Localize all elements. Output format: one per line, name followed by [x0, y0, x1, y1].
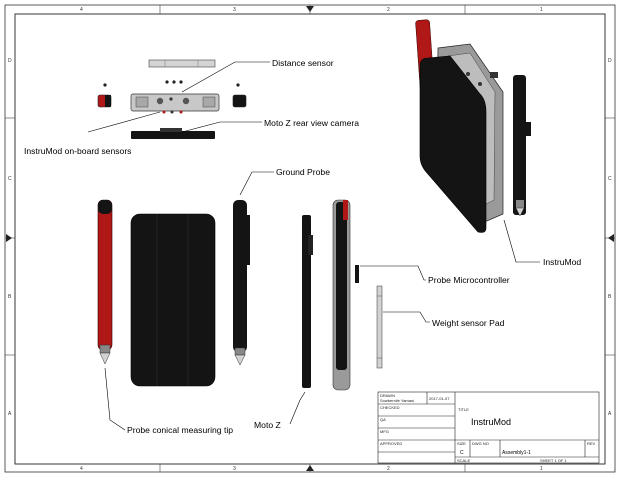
weight-sensor-pad-part: [376, 285, 383, 369]
probe-body: [97, 199, 113, 365]
tb-title: InstruMod: [471, 417, 511, 427]
tb-sheet: SHEET 1 OF 1: [540, 458, 567, 463]
tb-drawn-date: 2017-01-07: [429, 396, 450, 401]
label-rear-camera: Moto Z rear view camera: [264, 118, 359, 128]
zone-row-right-d: D: [608, 58, 612, 64]
instrumod-isometric-assembly: [415, 19, 531, 233]
sensor-board-part: [130, 80, 220, 112]
label-conical-tip: Probe conical measuring tip: [127, 425, 233, 435]
right-probe-cap-part: [232, 83, 247, 108]
zone-col-bottom-1: 1: [540, 466, 543, 472]
tb-drawn-by: Sowbernile Yamasi: [380, 398, 414, 403]
zone-row-left-d: D: [8, 58, 12, 64]
label-probe-microcontroller: Probe Microcontroller: [428, 275, 510, 285]
tb-dwg-no: Assembly1-1: [502, 450, 531, 456]
tb-mfg-label: MFG: [380, 429, 389, 434]
moto-z-front-view: [130, 213, 216, 387]
zone-row-right-c: C: [608, 176, 612, 182]
zone-row-right-a: A: [608, 411, 612, 417]
zone-row-left-a: A: [8, 411, 12, 417]
zone-col-top-1: 1: [540, 7, 543, 13]
zone-row-left-c: C: [8, 176, 12, 182]
zone-col-bottom-3: 3: [233, 466, 236, 472]
label-instrumod: InstruMod: [543, 257, 581, 267]
probe-microcontroller-part: [355, 265, 359, 283]
zone-row-left-b: B: [8, 294, 12, 300]
label-onboard-sensors: InstruMod on-board sensors: [24, 146, 131, 156]
tb-qa-label: QA: [380, 417, 386, 422]
zone-col-bottom-4: 4: [80, 466, 83, 472]
centering-marks: [6, 6, 614, 471]
tb-checked-label: CHECKED: [380, 405, 400, 410]
left-probe-cap-part: [97, 83, 112, 108]
tb-scale-label: SCALE: [457, 458, 470, 463]
title-block: [377, 391, 600, 464]
tb-size: C: [460, 450, 464, 456]
rear-camera-part: [131, 128, 215, 139]
zone-col-top-3: 3: [233, 7, 236, 13]
moto-z-side-view: [302, 215, 313, 388]
tb-title-label: TITLE: [458, 407, 469, 412]
zone-col-top-4: 4: [80, 7, 83, 13]
tb-dwg-label: DWG NO: [472, 441, 489, 446]
distance-sensor-part: [148, 59, 216, 68]
label-weight-sensor-pad: Weight sensor Pad: [432, 318, 505, 328]
zone-col-top-2: 2: [387, 7, 390, 13]
tb-drawn-label: DRAWN: [380, 393, 395, 398]
tb-rev-label: REV: [587, 441, 596, 446]
ground-probe-part: [233, 200, 250, 366]
label-ground-probe: Ground Probe: [276, 167, 330, 177]
leader-lines: [87, 61, 540, 431]
zone-col-bottom-2: 2: [387, 466, 390, 472]
zone-row-right-b: B: [608, 294, 612, 300]
onboard-sensor-dots: [162, 110, 183, 114]
label-moto-z: Moto Z: [254, 420, 281, 430]
label-distance-sensor: Distance sensor: [272, 58, 334, 68]
instrumod-side-view: [332, 199, 351, 391]
tb-size-label: SIZE: [457, 441, 466, 446]
tb-approved-label: APPROVED: [380, 441, 402, 446]
